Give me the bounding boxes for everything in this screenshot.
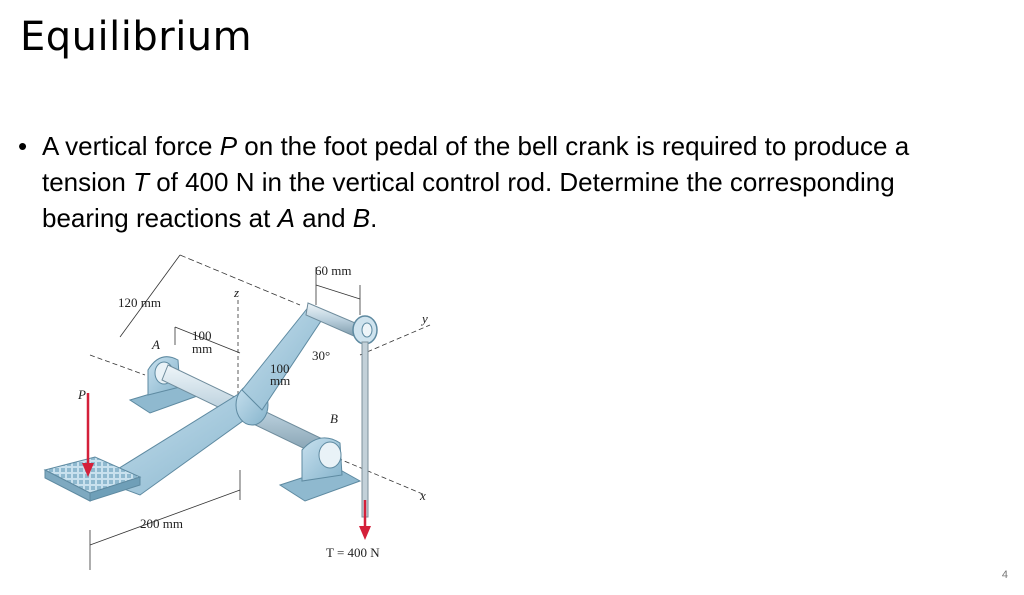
force-p-arrow — [82, 393, 94, 477]
bullet-icon: • — [18, 131, 28, 161]
control-rod — [361, 341, 369, 518]
dimension-lines — [89, 254, 431, 570]
y-axis — [359, 324, 431, 356]
dim-60-label: 60 mm — [315, 263, 351, 278]
point-b-label: B — [330, 411, 338, 426]
var-p: P — [219, 131, 238, 161]
foot-pedal — [43, 456, 142, 502]
dim-line-200 — [89, 489, 241, 546]
x-axis — [329, 454, 426, 496]
page-number: 4 — [1001, 569, 1008, 581]
x-axis-label: x — [419, 488, 426, 503]
dim-line-60 — [315, 284, 361, 300]
problem-text: A vertical force P on the foot pedal of … — [42, 131, 910, 233]
dim-100a-unit: mm — [192, 341, 212, 356]
bell-crank-diagram: 60 mm 120 mm 100 mm 100 mm 30° 200 mm A … — [43, 254, 431, 570]
var-a: A — [277, 203, 295, 233]
bullet-list: • A vertical force P on the foot pedal o… — [18, 128, 978, 236]
slide-title: Equilibrium — [20, 14, 253, 60]
axis-a — [89, 354, 146, 376]
point-a-label: A — [151, 337, 160, 352]
var-t: T — [133, 167, 149, 197]
force-t-arrow — [359, 500, 371, 540]
bell-crank-figure: 60 mm 120 mm 100 mm 100 mm 30° 200 mm A … — [30, 245, 450, 585]
dim-line-top — [179, 254, 301, 306]
z-axis-label: z — [233, 285, 239, 300]
rod-eye-hole — [361, 322, 373, 338]
force-p-label: P — [77, 387, 86, 402]
dim-line-120 — [119, 254, 181, 338]
var-b: B — [352, 203, 371, 233]
problem-statement: • A vertical force P on the foot pedal o… — [18, 128, 978, 236]
tension-label: T = 400 N — [326, 545, 380, 560]
dim-100a-number: 100 — [192, 328, 212, 343]
y-axis-label: y — [420, 311, 428, 326]
bearing-b — [278, 437, 362, 502]
dim-100b-number: 100 — [270, 361, 290, 376]
dim-200-label: 200 mm — [140, 516, 183, 531]
dim-line-100a — [174, 326, 241, 354]
dim-120-label: 120 mm — [118, 295, 161, 310]
angle-label: 30° — [312, 348, 330, 363]
dim-100b-unit: mm — [270, 373, 290, 388]
